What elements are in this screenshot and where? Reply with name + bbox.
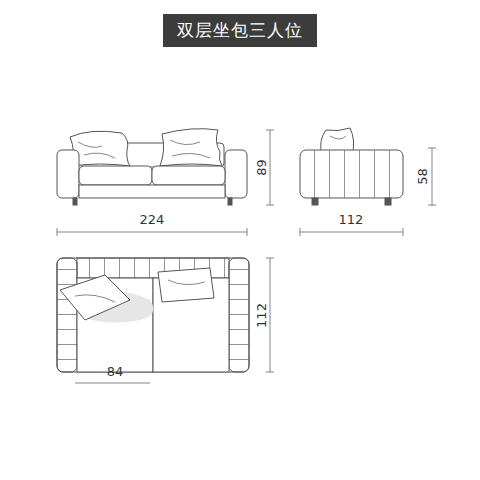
dimension-label: 58 [415, 168, 428, 185]
side-view [300, 128, 403, 205]
dimension-label: 84 [107, 365, 124, 378]
title-banner: 双层坐包三人位 [163, 14, 317, 47]
dimension-label: 112 [254, 303, 267, 328]
dimension-label: 89 [254, 159, 267, 176]
dimension-lines [57, 130, 436, 383]
dimension-label: 224 [140, 213, 165, 226]
top-view [57, 258, 249, 372]
front-view [57, 129, 247, 205]
dimension-label: 112 [339, 213, 364, 226]
